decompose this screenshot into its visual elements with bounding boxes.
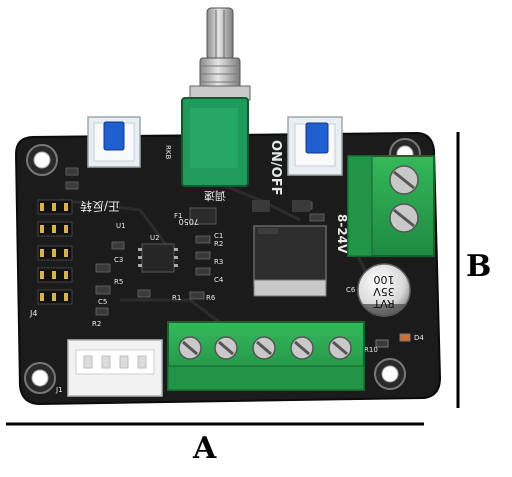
rkb-label: RKB: [164, 145, 172, 159]
r2-label: R2: [214, 240, 223, 248]
main-ic: [138, 243, 178, 273]
cap-voltage: 35V: [373, 285, 395, 298]
u2-label: U2: [150, 234, 160, 242]
dimension-label-b: B: [466, 249, 492, 284]
cap-ref: C6: [346, 286, 356, 294]
r3-label: R3: [214, 258, 223, 266]
power-terminal[interactable]: [347, 155, 435, 257]
led-ref: D4: [414, 334, 424, 342]
jumper-label: J4: [29, 309, 37, 318]
power-range-label: 8-24V: [335, 214, 349, 254]
mounting-hole: [374, 358, 406, 390]
cap-value: 100: [374, 273, 395, 286]
r5-label: R5: [114, 278, 123, 286]
dimension-label-a: A: [193, 431, 217, 466]
cap-brand: RVT: [373, 297, 395, 310]
res-ref: R10: [364, 346, 378, 354]
u1-label: U1: [116, 222, 126, 230]
r2b-label: R2: [92, 320, 101, 328]
direction-button[interactable]: [87, 116, 141, 168]
r6-label: R6: [206, 294, 216, 302]
motor-terminal[interactable]: [167, 321, 365, 391]
r1-label: R1: [172, 294, 181, 302]
c4-label: C4: [214, 276, 224, 284]
mounting-hole: [26, 144, 58, 176]
c5-label: C5: [98, 298, 107, 306]
connector-ref: J1: [55, 386, 63, 394]
smd-components: [65, 167, 325, 316]
small-ic-label: 7050: [179, 217, 199, 226]
c1-label: C1: [214, 232, 223, 240]
onoff-button[interactable]: [287, 116, 343, 176]
speed-label: 调速: [204, 189, 226, 202]
status-led: [375, 333, 411, 348]
jumper-block[interactable]: [37, 199, 73, 305]
voltage-regulator: [252, 200, 327, 297]
f1-label: F1: [174, 212, 182, 220]
onoff-label: ON/OFF: [268, 140, 283, 196]
c3-label: C3: [114, 256, 123, 264]
potentiometer[interactable]: [181, 7, 251, 187]
capacitor: [357, 263, 411, 317]
direction-label: 正/反转: [80, 199, 120, 214]
jst-connector[interactable]: [67, 339, 163, 397]
mounting-hole: [24, 362, 56, 394]
small-ic: [189, 207, 217, 225]
